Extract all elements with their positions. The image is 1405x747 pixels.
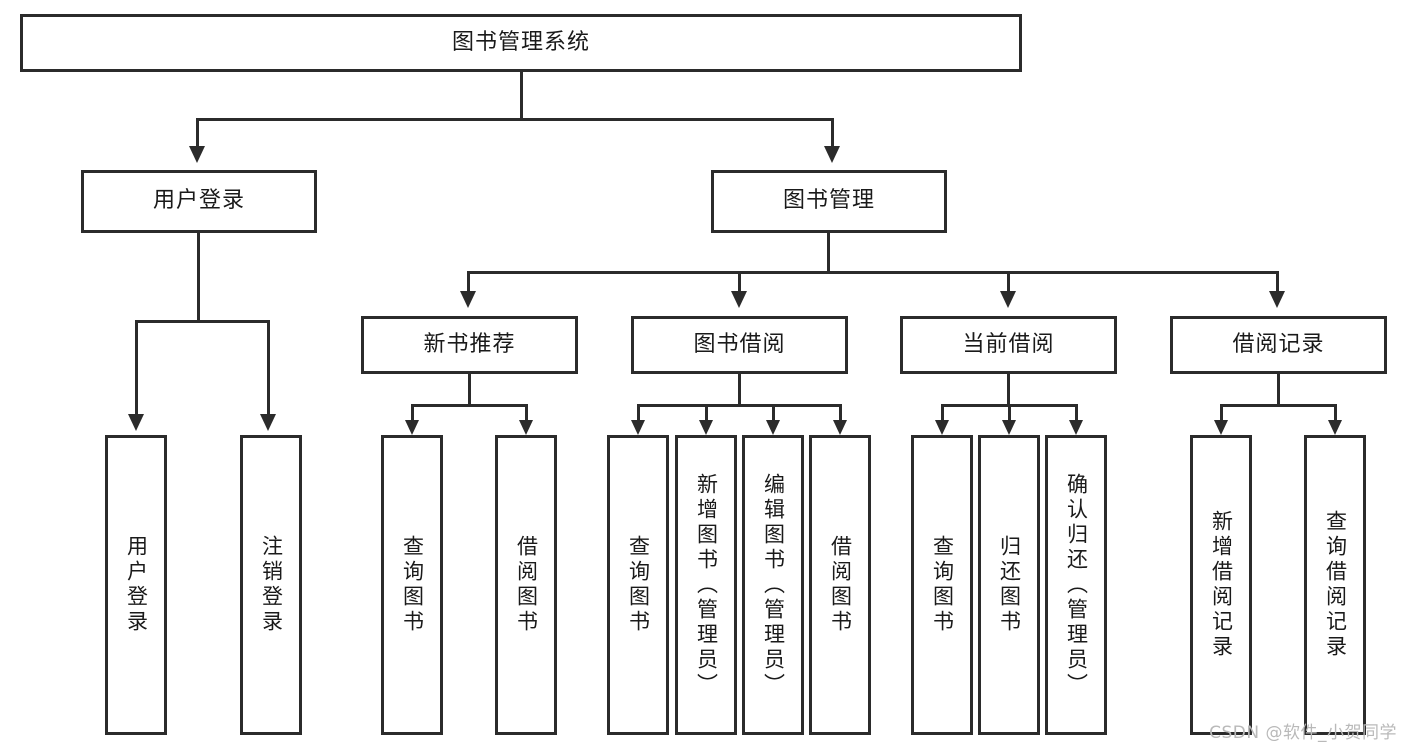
arrow-to-user-login	[189, 146, 205, 163]
edge-cb-drop-1	[941, 404, 944, 422]
edge-bb-drop-3	[772, 404, 775, 422]
arrow-to-book-manage	[824, 146, 840, 163]
edge-br-drop-2	[1334, 404, 1337, 422]
edge-bm-drop-2	[738, 271, 741, 293]
edge-user-login-stem	[197, 233, 200, 323]
arrow-to-leaf-query-record	[1328, 420, 1342, 435]
leaf-borrow-book-2[interactable]: 借阅图书	[809, 435, 871, 735]
arrow-to-leaf-confirm-return	[1069, 420, 1083, 435]
arrow-to-leaf-borrow-book-2	[833, 420, 847, 435]
edge-cb-drop-2	[1008, 404, 1011, 422]
node-label: 用户登录	[124, 535, 149, 635]
arrow-to-current-borrow	[1000, 291, 1016, 308]
node-label: 图书借阅	[693, 331, 786, 357]
arrow-to-leaf-query-book-1	[405, 420, 419, 435]
edge-bm-drop-1	[467, 271, 470, 293]
edge-bm-drop-3	[1007, 271, 1010, 293]
node-label: 当前借阅	[962, 331, 1055, 357]
edge-nbr-bus	[411, 404, 528, 407]
edge-bb-stem	[738, 374, 741, 406]
leaf-add-record[interactable]: 新增借阅记录	[1190, 435, 1252, 735]
arrow-to-leaf-return-book	[1002, 420, 1016, 435]
arrow-to-leaf-user-login	[128, 414, 144, 431]
arrow-to-leaf-edit-book	[766, 420, 780, 435]
leaf-edit-book[interactable]: 编辑图书（管理员）	[742, 435, 804, 735]
node-label: 借阅记录	[1232, 331, 1325, 357]
edge-root-bus	[196, 118, 834, 121]
arrow-to-new-book-recommend	[460, 291, 476, 308]
node-root-system[interactable]: 图书管理系统	[20, 14, 1022, 72]
node-label: 图书管理	[782, 188, 875, 214]
edge-user-login-drop-2	[267, 320, 270, 416]
edge-bb-drop-4	[839, 404, 842, 422]
node-label: 新增借阅记录	[1209, 510, 1234, 660]
edge-bb-drop-2	[705, 404, 708, 422]
edge-nbr-stem	[468, 374, 471, 406]
node-label: 查询图书	[626, 535, 651, 635]
leaf-return-book[interactable]: 归还图书	[978, 435, 1040, 735]
csdn-watermark: CSDN @软件_小贺同学	[1209, 723, 1397, 743]
edge-bm-drop-4	[1276, 271, 1279, 293]
leaf-confirm-return[interactable]: 确认归还（管理员）	[1045, 435, 1107, 735]
leaf-logout-login[interactable]: 注销登录	[240, 435, 302, 735]
node-label: 查询借阅记录	[1323, 510, 1348, 660]
node-label: 确认归还（管理员）	[1064, 472, 1089, 698]
edge-user-login-bus	[135, 320, 270, 323]
node-label: 新增图书（管理员）	[694, 472, 719, 698]
arrow-to-leaf-add-record	[1214, 420, 1228, 435]
leaf-query-book-3[interactable]: 查询图书	[911, 435, 973, 735]
edge-book-manage-bus	[467, 271, 1279, 274]
edge-nbr-drop-2	[525, 404, 528, 422]
arrow-to-leaf-add-book	[699, 420, 713, 435]
edge-cb-drop-3	[1075, 404, 1078, 422]
edge-br-drop-1	[1220, 404, 1223, 422]
leaf-query-book-1[interactable]: 查询图书	[381, 435, 443, 735]
edge-bb-bus	[637, 404, 840, 407]
leaf-borrow-book-1[interactable]: 借阅图书	[495, 435, 557, 735]
node-book-manage[interactable]: 图书管理	[711, 170, 947, 233]
node-borrow-record[interactable]: 借阅记录	[1170, 316, 1387, 374]
edge-br-stem	[1277, 374, 1280, 406]
arrow-to-leaf-logout-login	[260, 414, 276, 431]
node-label: 用户登录	[152, 188, 245, 214]
leaf-user-login[interactable]: 用户登录	[105, 435, 167, 735]
leaf-query-record[interactable]: 查询借阅记录	[1304, 435, 1366, 735]
edge-root-to-user-login	[196, 118, 199, 148]
node-label: 借阅图书	[514, 535, 539, 635]
node-book-borrow[interactable]: 图书借阅	[631, 316, 848, 374]
edge-root-to-book-manage	[831, 118, 834, 148]
leaf-query-book-2[interactable]: 查询图书	[607, 435, 669, 735]
node-label: 查询图书	[930, 535, 955, 635]
edge-user-login-drop-1	[135, 320, 138, 416]
leaf-add-book[interactable]: 新增图书（管理员）	[675, 435, 737, 735]
node-label: 借阅图书	[828, 535, 853, 635]
node-label: 注销登录	[259, 535, 284, 635]
node-current-borrow[interactable]: 当前借阅	[900, 316, 1117, 374]
arrow-to-leaf-borrow-book-1	[519, 420, 533, 435]
edge-bb-drop-1	[637, 404, 640, 422]
edge-cb-stem	[1007, 374, 1010, 406]
arrow-to-leaf-query-book-3	[935, 420, 949, 435]
node-new-book-recommend[interactable]: 新书推荐	[361, 316, 578, 374]
edge-root-stem	[520, 72, 523, 118]
node-label: 新书推荐	[423, 331, 516, 357]
node-label: 查询图书	[400, 535, 425, 635]
node-user-login[interactable]: 用户登录	[81, 170, 317, 233]
arrow-to-borrow-record	[1269, 291, 1285, 308]
arrow-to-leaf-query-book-2	[631, 420, 645, 435]
node-label: 归还图书	[997, 535, 1022, 635]
node-label: 编辑图书（管理员）	[761, 472, 786, 698]
node-label: 图书管理系统	[451, 29, 590, 55]
edge-nbr-drop-1	[411, 404, 414, 422]
edge-br-bus	[1220, 404, 1337, 407]
arrow-to-book-borrow	[731, 291, 747, 308]
edge-book-manage-stem	[827, 233, 830, 273]
